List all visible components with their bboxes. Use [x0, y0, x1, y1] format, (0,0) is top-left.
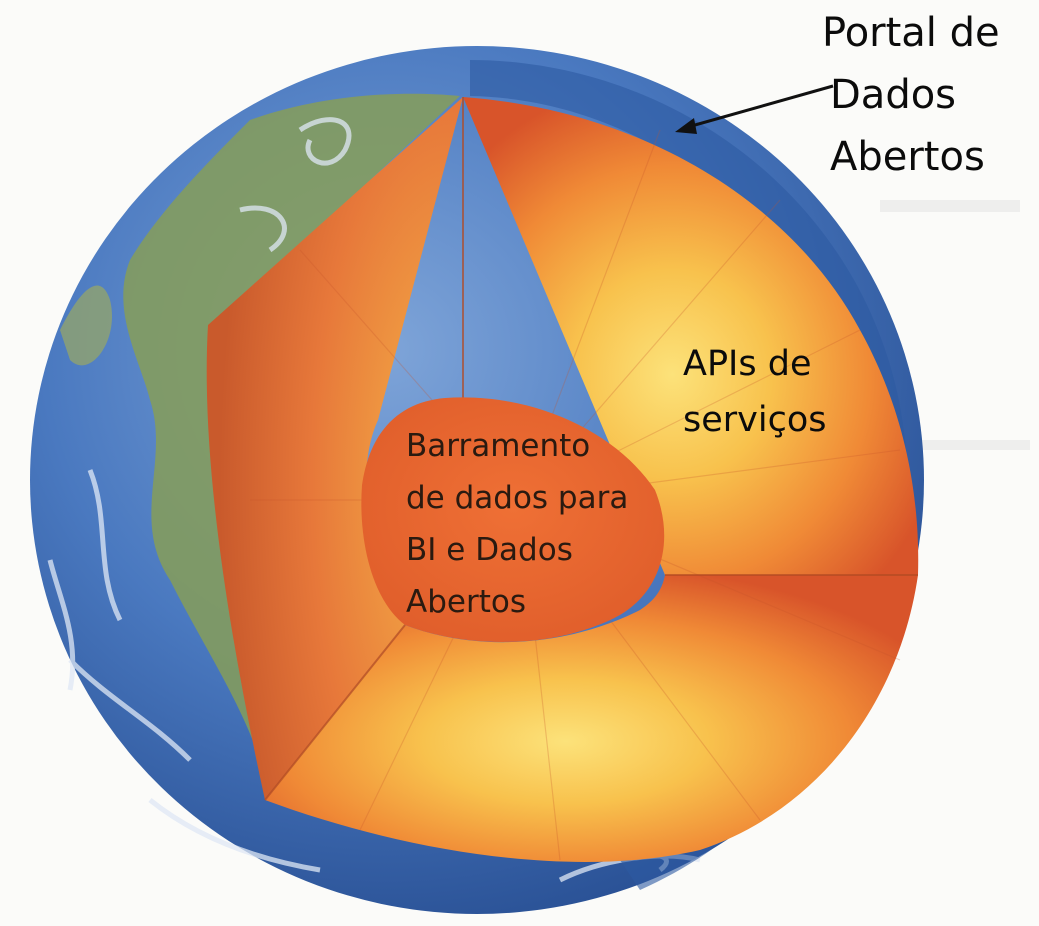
core-label-line1: Barramento: [406, 428, 591, 464]
middle-label-line2: serviços: [683, 400, 827, 440]
middle-layer-label: APIs de serviços: [683, 336, 827, 448]
land-mass: [123, 93, 461, 801]
outer-label-line2: Dados: [830, 72, 957, 118]
outer-layer-label: Portal de Dados Abertos: [822, 2, 1000, 188]
core-label-line4: Abertos: [406, 584, 526, 620]
mantle-lower-face: [265, 575, 918, 862]
core-label-line3: BI e Dados: [406, 532, 573, 568]
background-scan-texture: [880, 200, 1030, 450]
mantle-cutaway: [206, 97, 919, 862]
core-label-line2: de dados para: [406, 480, 629, 516]
mantle-main-face: [463, 97, 919, 575]
pointer-arrow: [675, 84, 834, 134]
core: [361, 397, 665, 642]
middle-label-line1: APIs de: [683, 344, 812, 384]
cut-edges: [264, 97, 918, 801]
core-layer-label: Barramento de dados para BI e Dados Aber…: [406, 420, 628, 628]
outer-label-line1: Portal de: [822, 10, 1000, 56]
land-mass: [60, 285, 112, 366]
mantle-left-face: [206, 97, 464, 800]
outer-label-line3: Abertos: [830, 134, 985, 180]
